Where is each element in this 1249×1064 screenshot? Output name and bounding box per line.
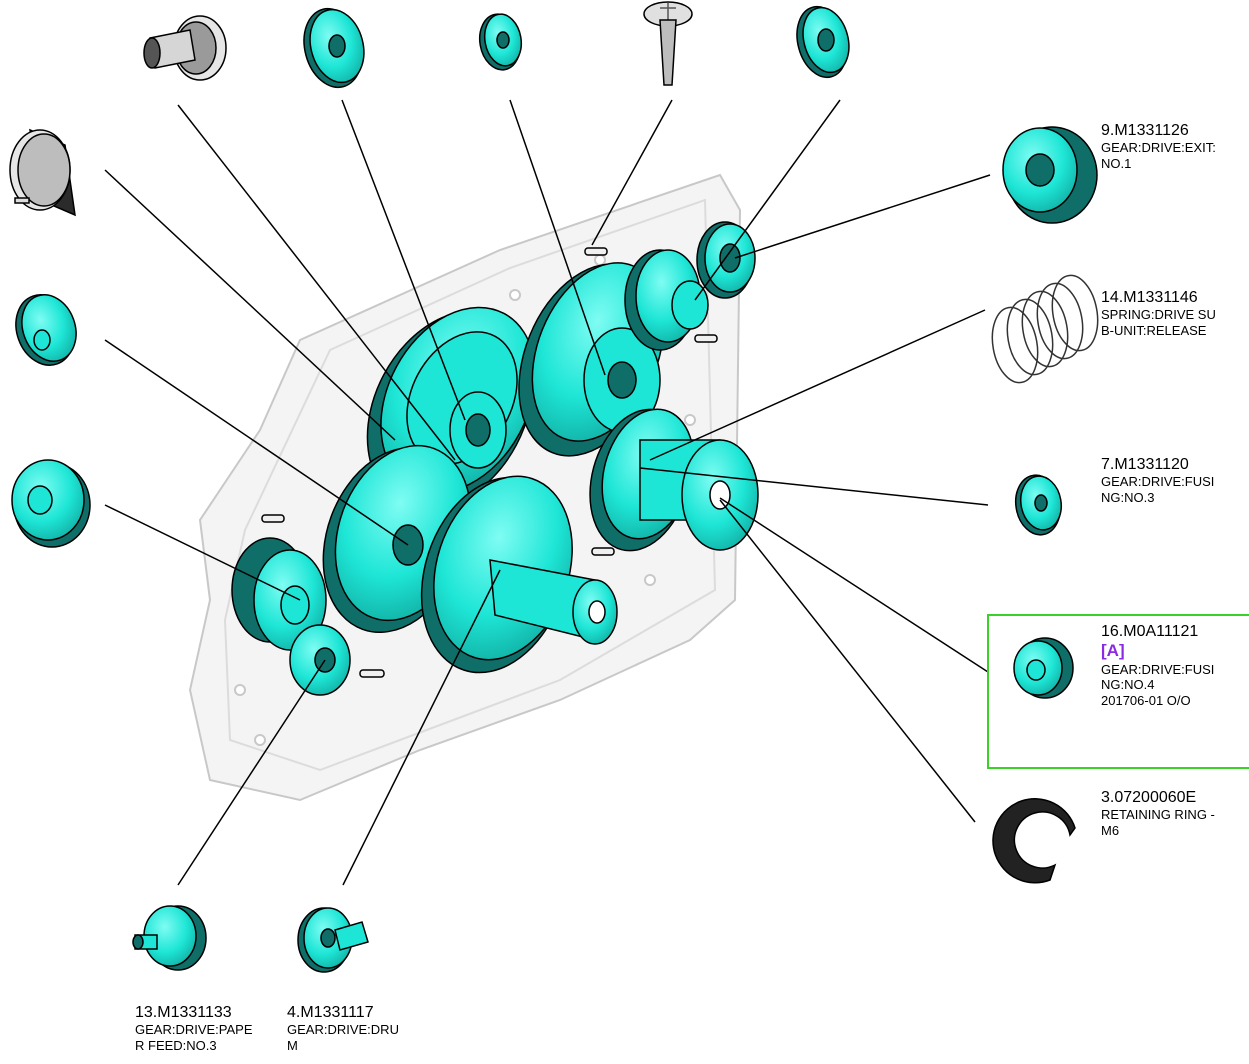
motor-part: [9, 128, 76, 217]
gear-part-left-2: [11, 459, 91, 548]
part-description: M6: [1101, 822, 1120, 838]
callout-7: 7.M1331120 GEAR:DRIVE:FUSI NG:NO.3: [1101, 455, 1214, 505]
part-description: NG:NO.3: [1101, 489, 1155, 505]
gear-part-top-3: [796, 5, 850, 79]
part-number[interactable]: 13.M1331133: [135, 1004, 232, 1021]
assembled-gears: [231, 221, 759, 696]
callout-3: 3.07200060E RETAINING RING - M6: [1101, 788, 1215, 838]
callout-9: 9.M1331126 GEAR:DRIVE:EXIT: NO.1: [1101, 121, 1216, 171]
gear-part-left-1: [15, 294, 77, 366]
part-description: B-UNIT:RELEASE: [1101, 322, 1207, 338]
part-number[interactable]: 16.M0A11121: [1101, 623, 1199, 640]
gear-part-top-2: [478, 13, 523, 71]
part-description: GEAR:DRIVE:FUSI: [1101, 661, 1215, 677]
part-number[interactable]: 4.M1331117: [287, 1004, 374, 1021]
gear-drive-fusing-no4-part: [1013, 637, 1074, 699]
callout-4: 4.M1331117 GEAR:DRIVE:DRU M: [287, 1003, 399, 1053]
gear-drive-drum-part: [297, 907, 369, 973]
assembly-gear-fusing-stack: [589, 408, 759, 552]
part-description: RETAINING RING -: [1101, 807, 1215, 823]
callout-16: 16.M0A11121 [A] GEAR:DRIVE:FUSI NG:NO.4 …: [1101, 622, 1214, 708]
assembly-gear-upper-right: [624, 221, 756, 351]
part-description: M: [287, 1037, 298, 1053]
retaining-ring-part: [992, 798, 1076, 884]
callout-13: 13.M1331133 GEAR:DRIVE:PAPE R FEED:NO.3: [135, 1003, 253, 1053]
gear-drive-paper-feed-no3-part: [132, 905, 207, 971]
part-description: GEAR:DRIVE:EXIT:: [1101, 140, 1216, 156]
part-description: GEAR:DRIVE:PAPE: [135, 1022, 253, 1038]
shaft-part: [143, 15, 227, 81]
revision-note: 201706-01 O/O: [1101, 692, 1191, 708]
part-description: GEAR:DRIVE:DRU: [287, 1022, 399, 1038]
gear-drive-fusing-no3-part: [1014, 474, 1062, 536]
revision-highlight-box: [987, 614, 1249, 769]
part-description: GEAR:DRIVE:FUSI: [1101, 474, 1215, 490]
spring-part: [991, 274, 1099, 384]
revision-tag: [A]: [1101, 641, 1125, 661]
assembly-gear-paper-feed: [231, 537, 351, 696]
part-number[interactable]: 14.M1331146: [1101, 289, 1198, 306]
gear-drive-exit-no1-part: [1002, 126, 1098, 224]
callout-14: 14.M1331146 SPRING:DRIVE SU B-UNIT:RELEA…: [1101, 288, 1216, 338]
part-description: SPRING:DRIVE SU: [1101, 307, 1216, 323]
part-description: R FEED:NO.3: [135, 1037, 217, 1053]
shaft-pins: [261, 247, 718, 678]
leader-lines: [104, 99, 991, 886]
gear-part-top-1: [303, 7, 365, 89]
part-description: NG:NO.4: [1101, 677, 1155, 693]
part-number[interactable]: 9.M1331126: [1101, 122, 1189, 139]
part-number[interactable]: 7.M1331120: [1101, 456, 1189, 473]
assembly-gear-drum: [420, 475, 618, 674]
part-description: NO.1: [1101, 155, 1132, 171]
part-number[interactable]: 3.07200060E: [1101, 789, 1197, 806]
screw-part: [643, 1, 693, 86]
